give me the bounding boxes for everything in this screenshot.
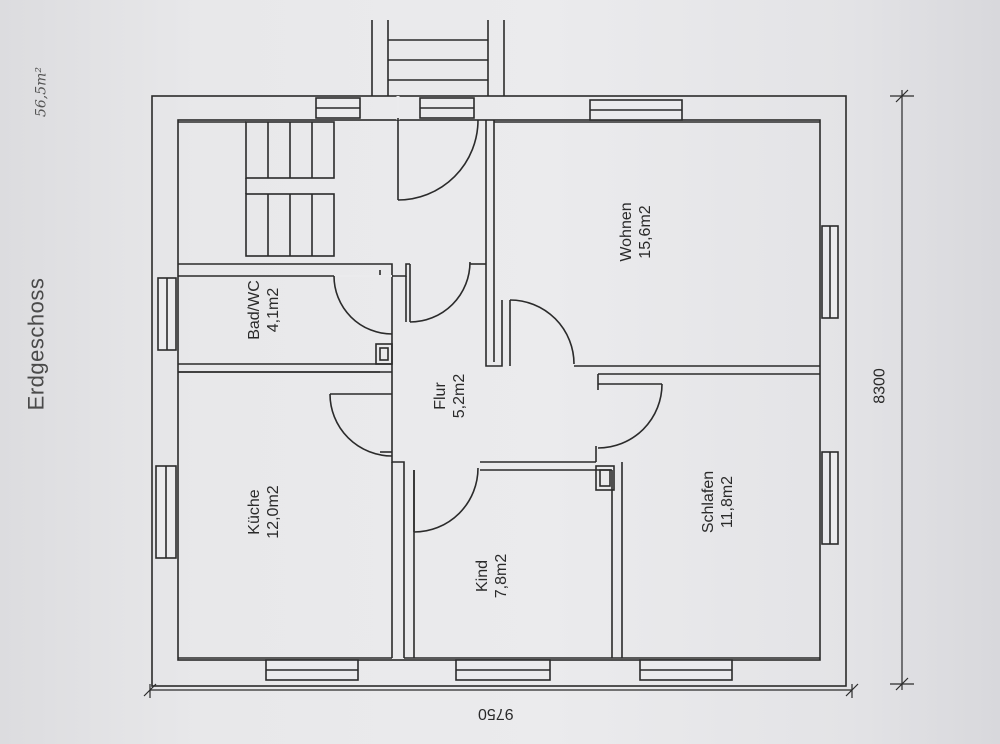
dimension-line-width [143,683,859,698]
plan-title: Erdgeschoss [23,277,49,411]
entrance-stair [371,20,505,96]
dimension-depth-label: 8300 [871,368,889,404]
room-area: 11,8m2 [719,475,736,529]
living-room-walls [485,120,820,375]
bedroom-walls [595,374,820,659]
stair-door [409,261,486,323]
left-windows [155,277,177,559]
room-area: 12,0m2 [265,485,282,539]
room-label-kueche: Küche 12,0m2 [245,485,283,538]
dimension-line-depth [890,89,914,691]
bedroom-door [597,383,663,449]
room-label-schlafen: Schlafen 11,8m2 [699,471,737,533]
dimension-width-label: 9750 [478,705,514,722]
room-name: Kind [474,559,491,593]
room-area: 15,6m2 [637,205,654,259]
interior-stair [178,121,335,257]
outer-wall-outer [151,95,847,687]
bottom-windows [265,659,733,681]
room-name: Schlafen [700,470,717,534]
child-room-walls [404,461,622,659]
bath-walls [178,263,410,373]
kitchen-door [329,393,393,457]
room-label-bad-wc: Bad/WC 4,1m2 [245,280,283,340]
room-name: Wohnen [618,202,635,262]
room-label-flur: Flur 5,2m2 [431,374,469,418]
bath-door [333,275,393,335]
room-name: Flur [432,382,449,410]
room-name: Bad/WC [246,280,263,340]
right-windows [821,225,839,545]
entrance-door [396,96,479,201]
room-label-wohnen: Wohnen 15,6m2 [617,202,655,261]
living-room-door [509,299,575,366]
top-windows [315,97,683,121]
kitchen-walls [178,371,405,659]
handwritten-area-note: 56,5m² [33,66,50,118]
room-area: 4,1m2 [265,287,282,333]
room-area: 5,2m2 [451,373,468,419]
room-name: Küche [246,489,263,535]
child-room-door [413,467,479,533]
room-area: 7,8m2 [493,553,510,599]
room-label-kind: Kind 7,8m2 [473,554,511,598]
